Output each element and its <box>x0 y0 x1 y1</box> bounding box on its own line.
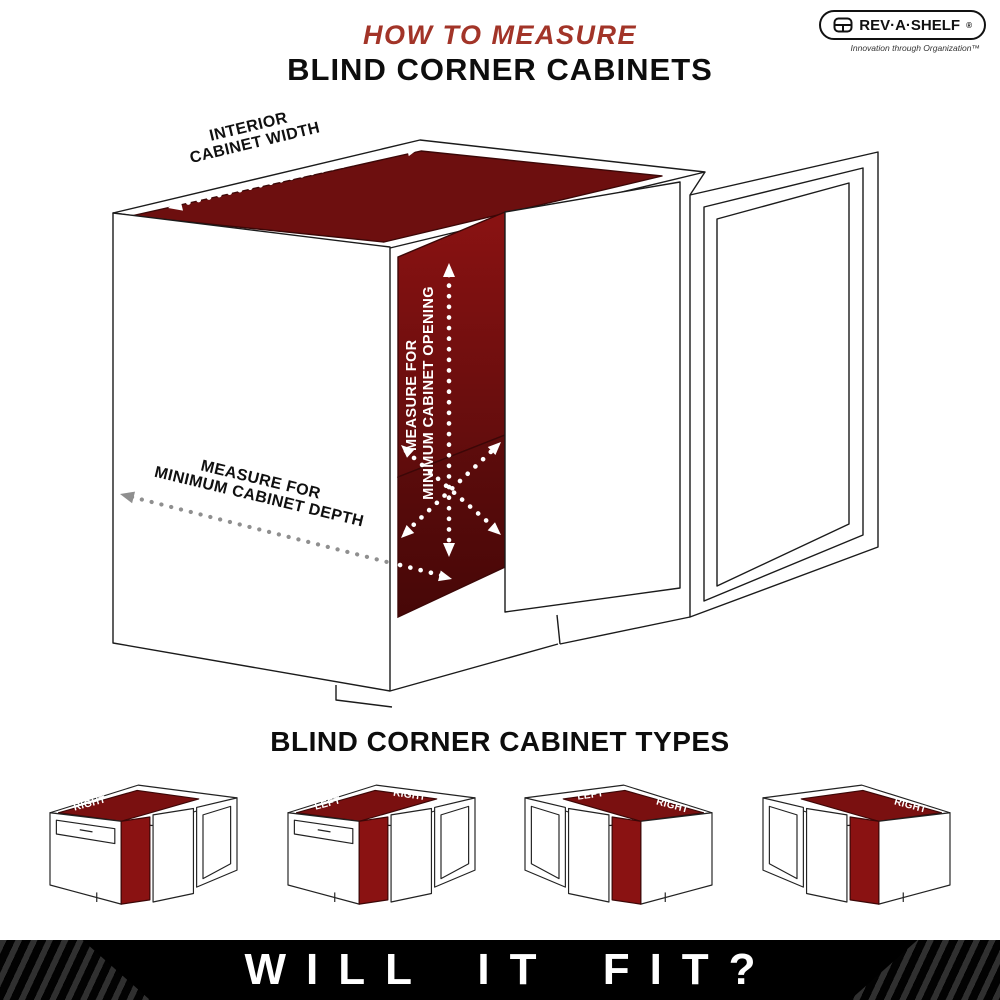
logo-name: REV·A·SHELF <box>859 16 961 34</box>
minimum-opening-label: MEASURE FOR MINIMUM CABINET OPENING <box>404 286 437 500</box>
mini-cabinet-drawing <box>49 784 238 905</box>
cabinet-type-3-thumbnail: LEFT RIGHT <box>524 784 713 905</box>
cabinet-top-interior <box>130 150 663 243</box>
page-title: BLIND CORNER CABINETS <box>287 52 713 88</box>
blind-section-edges <box>556 171 706 645</box>
page-header: HOW TO MEASURE BLIND CORNER CABINETS <box>0 20 1000 88</box>
floor-cross-arrows <box>401 442 501 538</box>
mini-cabinet-drawing <box>761 784 951 905</box>
cabinet-type-4-thumbnail: RIGHT <box>761 784 951 905</box>
cabinet-type-1-thumbnail: RIGHT <box>49 784 238 905</box>
interior-width-arrow <box>168 144 421 211</box>
page-title-kicker: HOW TO MEASURE <box>362 20 637 50</box>
revashelf-logo: REV·A·SHELF ® Innovation through Organiza… <box>819 10 986 53</box>
cabinet-front-face <box>112 212 391 692</box>
cabinet-types-row: RIGHT LEFT RIGHT <box>0 766 1000 936</box>
banner-stripes-right <box>850 940 1000 1000</box>
revashelf-logo-badge: REV·A·SHELF ® <box>819 10 986 40</box>
minimum-depth-arrow <box>120 491 452 582</box>
cabinet-door-panel <box>504 181 681 613</box>
logo-tagline: Innovation through Organization™ <box>850 43 980 53</box>
shelf-organizer-icon <box>833 17 853 33</box>
thumb-top-label: LEFT <box>577 788 605 803</box>
banner-stripes-left <box>0 940 150 1000</box>
blind-section-panel-outer <box>703 167 864 602</box>
measure-diagram: INTERIOR CABINET WIDTH MEASURE FOR MINIM… <box>112 103 879 708</box>
logo-registered-mark: ® <box>966 20 972 30</box>
banner-text: WILL IT FIT? <box>244 945 776 994</box>
mini-cabinet-drawing <box>524 784 713 905</box>
interior-width-label: INTERIOR CABINET WIDTH <box>184 103 321 167</box>
cabinet-type-2-thumbnail: LEFT RIGHT <box>287 784 476 905</box>
minimum-opening-arrow <box>443 263 455 557</box>
cabinet-line-art <box>112 139 879 708</box>
footer-banner: WILL IT FIT? <box>0 940 1000 1000</box>
blind-section-face <box>689 151 879 618</box>
types-section-title: BLIND CORNER CABINET TYPES <box>270 726 730 757</box>
mini-cabinet-drawing <box>287 784 476 905</box>
blind-section-panel-inner <box>716 182 850 587</box>
thumb-top-label: RIGHT <box>392 788 427 804</box>
toe-kick <box>335 643 559 708</box>
